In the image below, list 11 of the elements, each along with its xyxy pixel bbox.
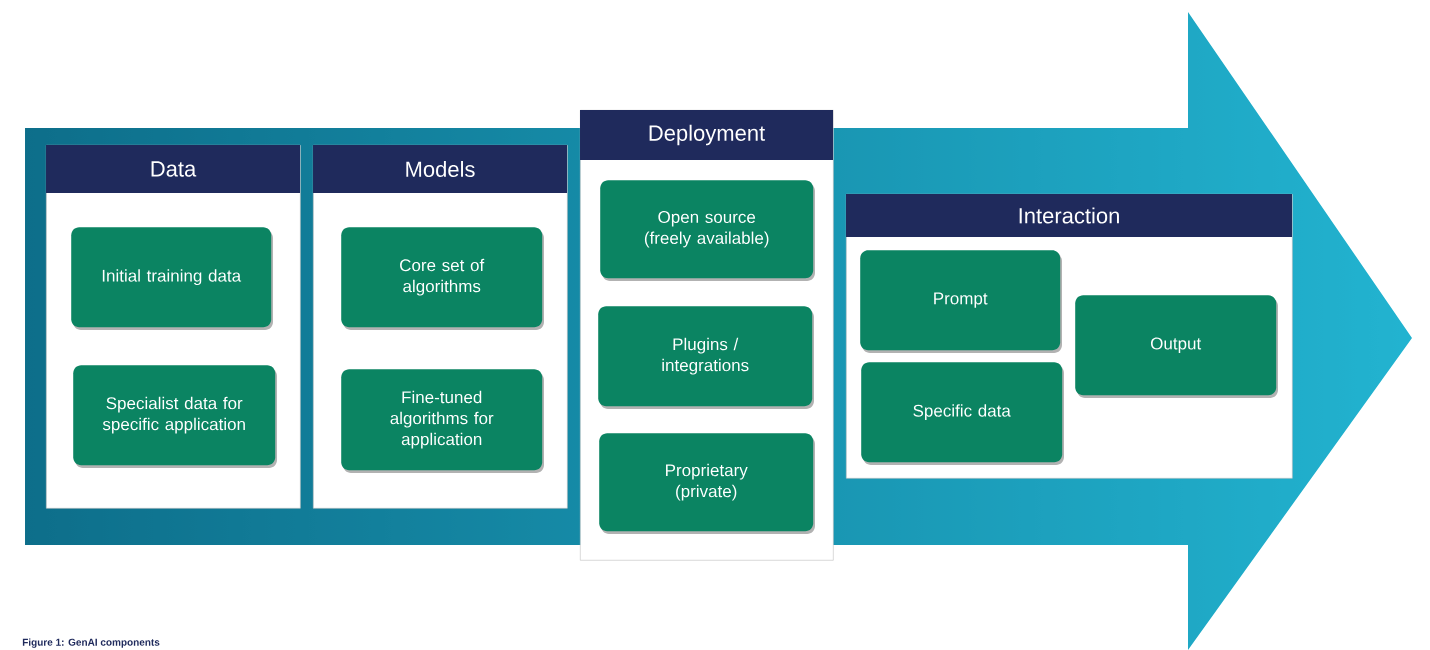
caption: Figure 1: GenAI components	[22, 638, 160, 648]
process-box: Specific data	[861, 362, 1064, 465]
process-box: Specialist data for specific application	[73, 365, 277, 468]
process-box: Open source (freely available)	[600, 180, 815, 281]
process-box: Prompt	[860, 250, 1062, 353]
process-box: Initial training data	[71, 227, 273, 330]
process-box: Output	[1075, 295, 1278, 398]
process-box: Core set of algorithms	[341, 227, 544, 330]
process-box: Proprietary (private)	[599, 433, 815, 534]
process-box: Plugins / integrations	[598, 306, 814, 409]
process-box: Fine-tuned algorithms for application	[341, 369, 544, 473]
